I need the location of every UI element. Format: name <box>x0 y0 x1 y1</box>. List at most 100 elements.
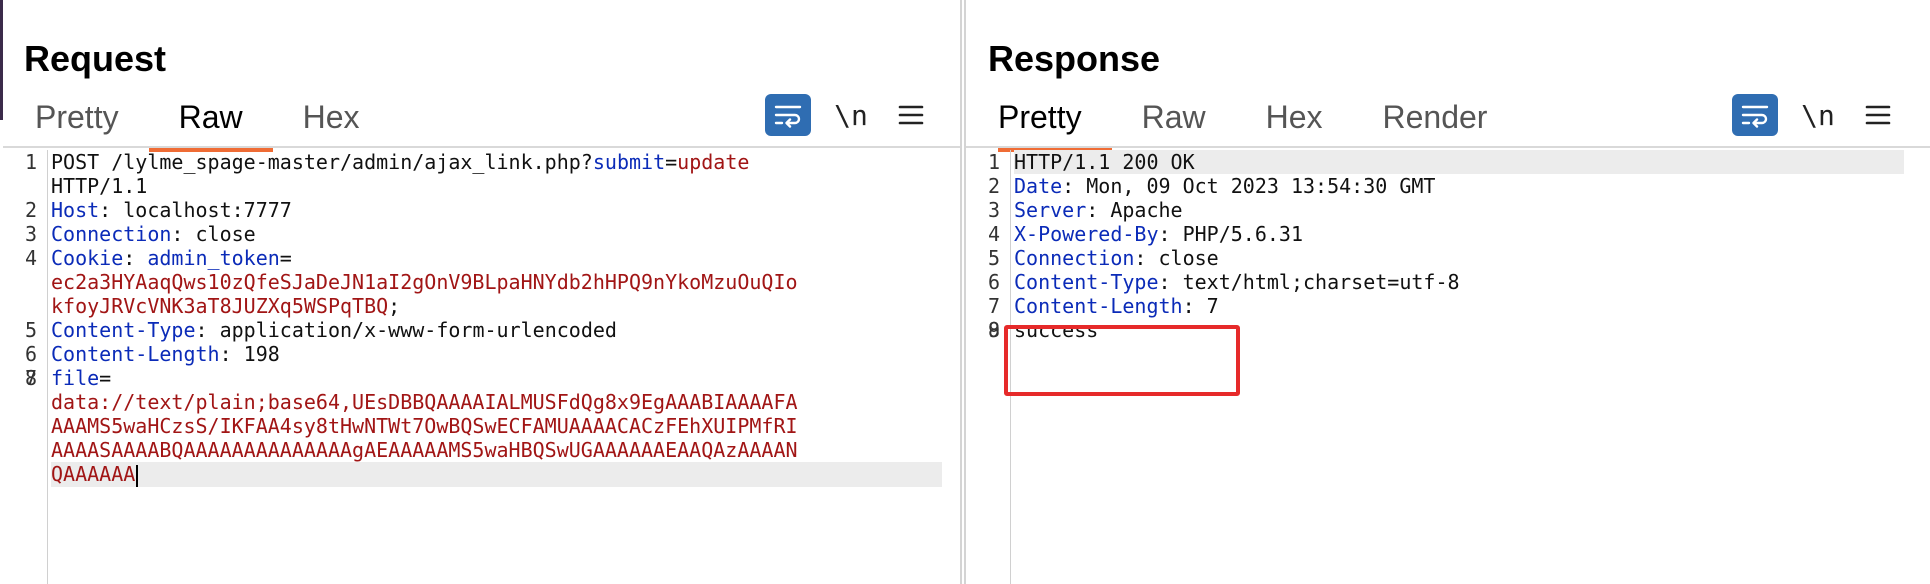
newline-toggle-button[interactable]: \n <box>1801 98 1835 132</box>
code-line: 4 Cookie: admin_token= <box>25 246 942 270</box>
token-text: = <box>99 366 112 390</box>
response-tab-render[interactable]: Render <box>1382 99 1488 135</box>
request-pane: Request Pretty Raw Hex \n 1 POST /lylme_spa… <box>3 0 960 584</box>
code-line: AAAASAAAABQAAAAAAAAAAAAAAgAEAAAAAMS5waHB… <box>51 438 942 462</box>
token-key: Content-Length <box>1014 294 1183 318</box>
token-text: HTTP/1.1 <box>51 174 148 198</box>
line-number: 5 <box>24 318 37 342</box>
code-line: AAAMS5waHCzsS/IKFAA4sy8tHwNTWt7OwBQSwECF… <box>51 414 942 438</box>
request-tab-hex[interactable]: Hex <box>302 99 360 135</box>
text-caret <box>136 464 139 487</box>
code-line: 2 Date: Mon, 09 Oct 2023 13:54:30 GMT <box>988 174 1904 198</box>
token-value: kfoyJRVcVNK3aT8JUZXq5WSPqTBQ <box>51 294 389 318</box>
token-text: : PHP/5.6.31 <box>1158 222 1304 246</box>
token-text: : 7 <box>1182 294 1219 318</box>
line-number: 9 <box>987 318 1000 342</box>
line-number: 7 <box>987 294 1000 318</box>
request-code: 1 POST /lylme_spage-master/admin/ajax_lin… <box>25 150 942 487</box>
line-number: 4 <box>24 246 37 270</box>
hamburger-menu-icon[interactable] <box>891 95 931 135</box>
response-tab-raw[interactable]: Raw <box>1141 99 1206 135</box>
token-text: : localhost:7777 <box>99 198 292 222</box>
code-line: kfoyJRVcVNK3aT8JUZXq5WSPqTBQ; <box>51 294 942 318</box>
token-key: admin_token <box>147 246 280 270</box>
token-value: ec2a3HYAaqQws10zQfeSJaDeJN1aI2gOnV9BLpaH… <box>51 270 798 294</box>
code-line: 3 Server: Apache <box>988 198 1904 222</box>
line-number: 3 <box>987 198 1000 222</box>
token-key: Host <box>51 198 100 222</box>
code-line: ec2a3HYAaqQws10zQfeSJaDeJN1aI2gOnV9BLpaH… <box>51 270 942 294</box>
code-line: 7 Content-Length: 7 <box>988 294 1904 318</box>
token-value: data://text/plain;base64,UEsDBBQAAAAIALM… <box>51 390 798 414</box>
token-value: QAAAAAA <box>51 462 136 486</box>
response-tabs: Pretty Raw Hex Render <box>998 96 1517 152</box>
token-key: Connection <box>51 222 172 246</box>
line-number: 2 <box>24 198 37 222</box>
code-line: data://text/plain;base64,UEsDBBQAAAAIALM… <box>51 390 942 414</box>
token-text: ; <box>388 294 401 318</box>
newline-toggle-button[interactable]: \n <box>834 98 868 132</box>
code-line: HTTP/1.1 <box>51 174 942 198</box>
pane-divider[interactable] <box>960 0 966 584</box>
token-text: : close <box>171 222 256 246</box>
token-text: : <box>123 246 148 270</box>
hamburger-menu-icon[interactable] <box>1858 95 1898 135</box>
line-number-gutter <box>3 150 48 584</box>
highlight-annotation-box <box>1004 325 1240 396</box>
token-text: : Mon, 09 Oct 2023 13:54:30 GMT <box>1062 174 1436 198</box>
token-text: : 198 <box>219 342 280 366</box>
code-line: 9 success <box>988 318 1904 342</box>
request-tab-pretty[interactable]: Pretty <box>35 99 119 135</box>
token-text: : text/html;charset=utf-8 <box>1158 270 1460 294</box>
code-line: 4 X-Powered-By: PHP/5.6.31 <box>988 222 1904 246</box>
token-key: file <box>51 366 100 390</box>
wrap-lines-icon[interactable] <box>765 94 811 136</box>
line-number: 3 <box>24 222 37 246</box>
code-line: 2 Host: localhost:7777 <box>25 198 942 222</box>
line-number: 7 <box>24 366 37 390</box>
line-number: 1 <box>24 150 37 174</box>
window-edge <box>0 0 3 120</box>
response-title: Response <box>988 38 1161 79</box>
token-value: AAAMS5waHCzsS/IKFAA4sy8tHwNTWt7OwBQSwECF… <box>51 414 798 438</box>
line-number: 1 <box>987 150 1000 174</box>
wrap-lines-icon[interactable] <box>1732 94 1778 136</box>
token-value: update <box>677 150 750 174</box>
token-text: success <box>1014 318 1099 342</box>
token-key: Cookie <box>51 246 124 270</box>
token-text: : Apache <box>1086 198 1183 222</box>
line-number: 8 <box>24 366 37 390</box>
token-key: Server <box>1014 198 1087 222</box>
token-text: = <box>279 246 292 270</box>
request-title: Request <box>24 38 167 79</box>
line-number: 2 <box>987 174 1000 198</box>
line-number-gutter <box>966 150 1011 584</box>
code-line: 8 file= <box>25 366 942 390</box>
response-tab-pretty[interactable]: Pretty <box>998 96 1112 152</box>
request-editor[interactable]: 1 POST /lylme_spage-master/admin/ajax_lin… <box>3 150 942 584</box>
token-key: Date <box>1014 174 1063 198</box>
token-key: X-Powered-By <box>1014 222 1159 246</box>
token-text: = <box>665 150 678 174</box>
token-text: : close <box>1134 246 1219 270</box>
line-number: 4 <box>987 222 1000 246</box>
token-value: AAAASAAAABQAAAAAAAAAAAAAAgAEAAAAAMS5waHB… <box>51 438 798 462</box>
tab-underline-rule <box>3 146 960 148</box>
request-tab-raw[interactable]: Raw <box>148 96 273 152</box>
request-tabs: Pretty Raw Hex <box>35 96 390 152</box>
code-line: QAAAAAA <box>51 462 942 487</box>
response-tools: \n <box>1732 94 1898 136</box>
code-line: 3 Connection: close <box>25 222 942 246</box>
token-key: Content-Type <box>51 318 196 342</box>
token-text: POST /lylme_spage-master/admin/ajax_link… <box>51 150 593 174</box>
response-tab-hex[interactable]: Hex <box>1265 99 1323 135</box>
tab-underline-rule <box>966 146 1930 148</box>
line-number: 6 <box>987 270 1000 294</box>
code-line: 1 POST /lylme_spage-master/admin/ajax_lin… <box>25 150 942 174</box>
